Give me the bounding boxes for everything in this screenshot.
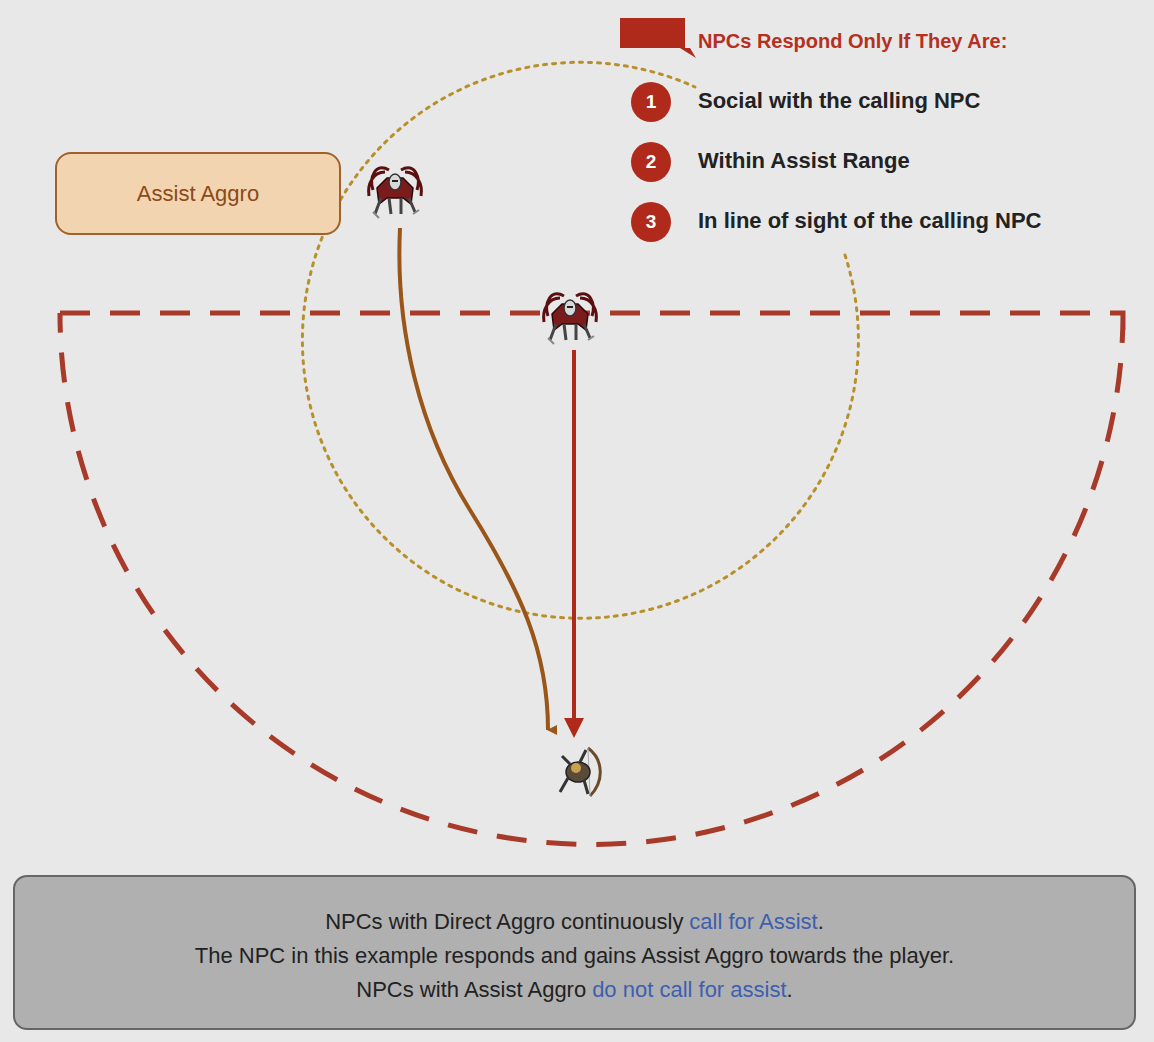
assist-aggro-box: Assist Aggro [55, 152, 341, 235]
note-line: NPCs with Assist Aggrodo not call for as… [15, 973, 1134, 1007]
note-text: . [787, 977, 793, 1002]
condition-text: In line of sight of the calling NPC [698, 208, 1041, 234]
note-text: . [818, 909, 824, 934]
callout-number: 1 [646, 91, 657, 113]
note-line: The NPC in this example responds and gai… [15, 939, 1134, 973]
callout-number: 2 [646, 151, 657, 173]
header-flag [620, 18, 696, 58]
note-line: NPCs with Direct Aggro continuouslycall … [15, 905, 1134, 939]
assist-aggro-arrow [399, 228, 548, 730]
note-text: The NPC in this example responds and gai… [195, 943, 954, 968]
npc-figure [544, 294, 597, 344]
condition-text: Within Assist Range [698, 148, 910, 174]
direct-aggro-head [564, 718, 584, 738]
condition-text: Social with the calling NPC [698, 88, 980, 114]
assist-range-circle [302, 62, 858, 618]
header-text: NPCs Respond Only If They Are: [698, 30, 1007, 53]
callout-circle [631, 202, 671, 242]
link-text: do not call for assist [592, 977, 786, 1002]
note-text: NPCs with Direct Aggro continuously [325, 909, 683, 934]
callout-number: 3 [646, 211, 657, 233]
direct-aggro-line [572, 350, 576, 720]
callout-circle [631, 142, 671, 182]
npc-figure [369, 168, 422, 218]
callout-circle [631, 82, 671, 122]
note-text: NPCs with Assist Aggro [356, 977, 586, 1002]
aggro-range-semicircle [60, 313, 1123, 845]
player-figure [560, 748, 600, 796]
box-label: Assist Aggro [137, 181, 259, 207]
link-text: call for Assist [689, 909, 817, 934]
note-box: NPCs with Direct Aggro continuouslycall … [13, 875, 1136, 1030]
